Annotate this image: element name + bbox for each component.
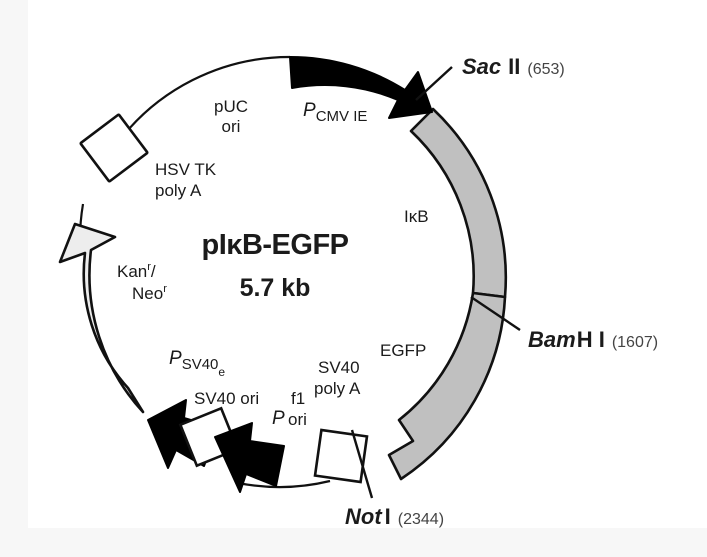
- feature-sv40-polya-box: [313, 428, 369, 484]
- backbone-arc-bottom: [237, 479, 331, 489]
- noti-tick: [350, 429, 374, 499]
- label-hsv-tk-line1: HSV TK: [155, 160, 217, 179]
- label-kan-base: Kan: [117, 262, 147, 281]
- label-p-f1: P: [272, 408, 285, 429]
- bamhi-tick: [470, 296, 521, 331]
- noti-position: (2344): [398, 511, 444, 528]
- backbone-arc-top-left: [115, 55, 291, 146]
- feature-ikb-egfp-band: [387, 107, 508, 481]
- plasmid-name-kappa: κ: [226, 229, 243, 261]
- restriction-tick-marks: [350, 66, 521, 499]
- label-psv40-subsub: e: [218, 365, 225, 379]
- plasmid-name-prefix: pI: [201, 229, 226, 261]
- site-label-bamhi: BamH I (1607): [528, 327, 658, 352]
- bamhi-enzyme-italic: Bam: [528, 327, 576, 352]
- label-egfp: EGFP: [380, 341, 426, 360]
- sacii-tick: [415, 66, 453, 101]
- noti-enzyme-italic: Not: [345, 504, 383, 529]
- label-kan: Kanr/: [117, 261, 156, 281]
- sv40-polya-rect: [313, 428, 369, 484]
- bamhi-position: (1607): [612, 334, 658, 351]
- sacii-enzyme-italic: Sac: [462, 54, 501, 79]
- label-psv40-sub: SV40: [182, 356, 219, 373]
- kan-neo-arrow-shape: [58, 222, 145, 414]
- label-neo-base: Neo: [132, 284, 163, 303]
- label-puc-ori-line1: pUC: [214, 97, 248, 116]
- plasmid-name-suffix: B-EGFP: [242, 229, 349, 261]
- label-f1-line1: f1: [291, 389, 305, 408]
- label-puc-ori-line2: ori: [222, 117, 241, 136]
- p-f1-arrow-shape: [214, 422, 285, 493]
- label-pcmv-ie: PCMV IE: [303, 100, 367, 125]
- plasmid-name: pIκB-EGFP: [201, 229, 348, 261]
- site-label-sacii: Sac II (653): [462, 54, 565, 79]
- label-pcmv-base: P: [303, 100, 316, 121]
- label-ikb: IκB: [404, 207, 429, 226]
- hsv-tk-polya-rect: [79, 113, 149, 183]
- label-neo: Neor: [132, 283, 167, 303]
- label-kan-slash: /: [151, 262, 156, 281]
- feature-kan-neo-arrow: [58, 222, 145, 414]
- label-neo-sup: r: [163, 283, 167, 295]
- pcmv-arrow-shape: [289, 55, 433, 119]
- label-sv40-polya-line1: SV40: [318, 358, 360, 377]
- label-psv40e: PSV40e: [169, 348, 225, 379]
- label-pcmv-sub: CMV IE: [316, 108, 368, 125]
- feature-pcmv-ie-arrow: [289, 55, 433, 119]
- label-kan-sup: r: [147, 261, 151, 273]
- sacii-enzyme-roman: II: [508, 54, 520, 79]
- plasmid-size: 5.7 kb: [240, 274, 311, 302]
- ikb-gene-arc: [409, 107, 508, 299]
- label-psv40-base: P: [169, 348, 182, 369]
- noti-enzyme-roman: I: [385, 504, 391, 529]
- label-hsv-tk-line2: poly A: [155, 181, 202, 200]
- label-sv40-polya-line2: poly A: [314, 379, 361, 398]
- feature-hsv-tk-polya-box: [79, 113, 149, 183]
- label-f1-line2: ori: [288, 410, 307, 429]
- egfp-gene-arrow: [387, 291, 507, 481]
- feature-p-f1-arrow: [214, 422, 285, 493]
- bamhi-enzyme-roman: H I: [577, 327, 605, 352]
- sacii-position: (653): [527, 61, 564, 78]
- label-sv40-ori: SV40 ori: [194, 389, 259, 408]
